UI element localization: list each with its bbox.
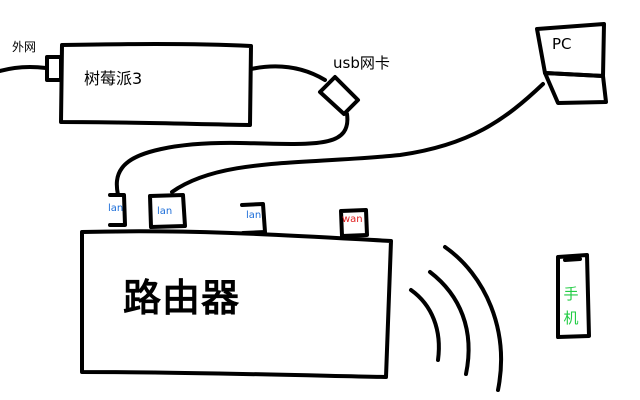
router-port-4-label: wan [342, 214, 363, 225]
router-port-1-box [108, 193, 127, 227]
usb-nic [318, 75, 360, 116]
phone-body [556, 253, 591, 339]
external-cable [0, 65, 48, 73]
phone-label: 手机 [563, 285, 579, 327]
wifi-wave-3 [443, 245, 503, 392]
raspberry-pi-box [59, 42, 253, 127]
router-port-1-label: lan [108, 203, 124, 214]
router-body [80, 229, 393, 379]
router-port-3-label: lan [246, 210, 262, 221]
router-port-2-label: lan [157, 206, 173, 217]
pi-usb-cable [249, 64, 327, 82]
raspberry-pi-port [45, 55, 63, 82]
router-label: 路由器 [123, 276, 241, 320]
router-port-2-box [148, 193, 187, 229]
pc-base [543, 71, 608, 105]
pc-label: PC [552, 35, 572, 53]
usb-nic-label: usb网卡 [333, 54, 390, 72]
external-network-label: 外网 [12, 40, 37, 54]
raspberry-pi-label: 树莓派3 [84, 69, 143, 88]
router-port-4-box [339, 208, 369, 238]
wifi-wave-1 [409, 288, 441, 362]
router-port-3-box [240, 202, 267, 235]
pc-router-cable [170, 82, 545, 194]
wifi-wave-2 [428, 270, 471, 376]
usb-router-cable [114, 112, 350, 197]
phone-notch [563, 257, 582, 262]
